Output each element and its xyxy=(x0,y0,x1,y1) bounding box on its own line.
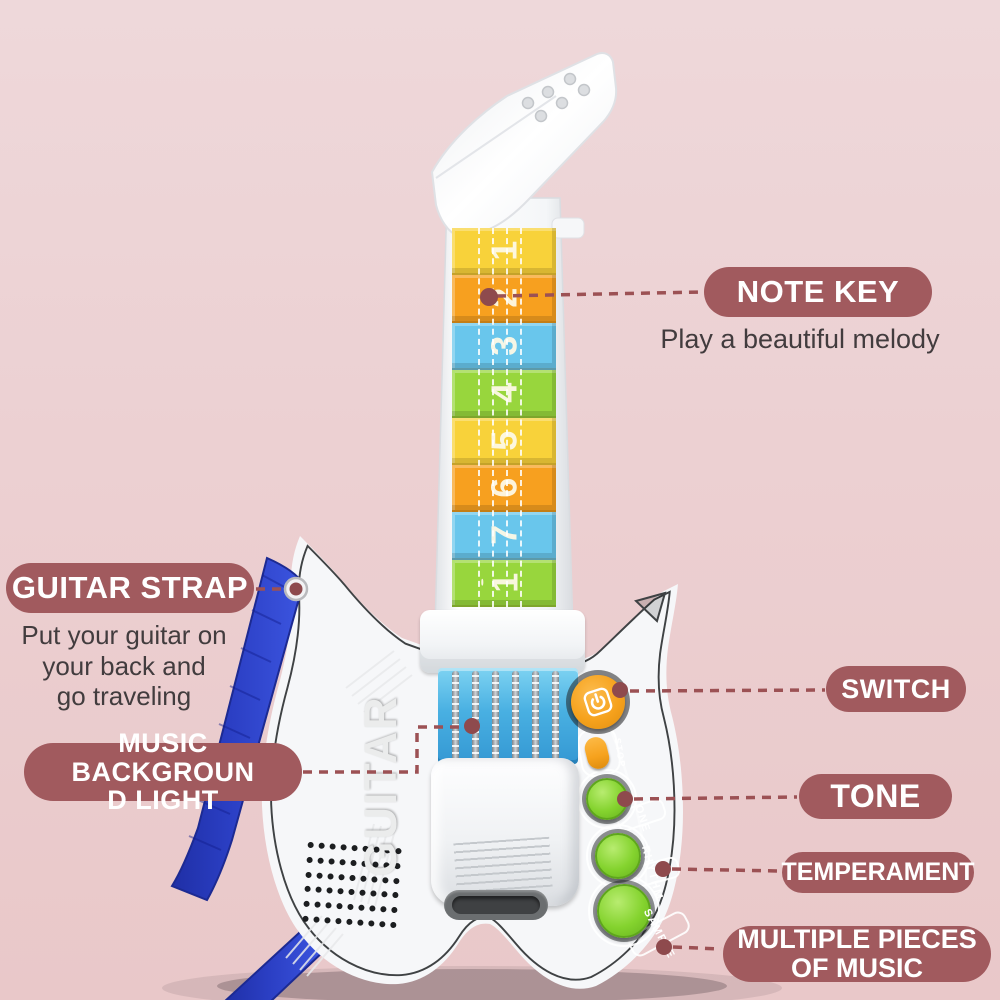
guitar-string[interactable] xyxy=(472,671,479,761)
tuning-peg xyxy=(521,96,535,110)
power-icon xyxy=(583,687,613,717)
note-key-subtext: Play a beautiful melody xyxy=(660,324,940,354)
guitar-string[interactable] xyxy=(532,671,539,761)
string-line xyxy=(478,228,480,607)
bridge-ridges xyxy=(453,836,553,894)
note-key-8[interactable]: 1 xyxy=(452,559,556,608)
guitar-string[interactable] xyxy=(492,671,499,761)
callout-tone: TONE xyxy=(799,774,952,819)
callout-temperament: TEMPERAMENT xyxy=(781,852,975,893)
ground-shadow-soft xyxy=(162,966,782,1000)
guitar-strap xyxy=(170,556,305,902)
callout-note-key: NOTE KEY xyxy=(704,267,932,317)
note-key-1[interactable]: 1 xyxy=(452,228,556,276)
tuning-peg xyxy=(577,83,591,97)
note-key-2[interactable]: 2 xyxy=(452,275,556,323)
power-button-recess xyxy=(566,670,630,734)
neck-joint-collar xyxy=(420,610,585,673)
guitar-string[interactable] xyxy=(552,671,559,761)
tuning-peg xyxy=(534,109,548,123)
callout-guitar-strap: GUITAR STRAP xyxy=(6,563,254,613)
horn-triangle xyxy=(634,591,667,623)
string-line xyxy=(492,228,494,607)
tuning-peg xyxy=(555,96,569,110)
string-line xyxy=(520,228,522,607)
brand-text: GUITAR xyxy=(355,695,406,877)
guitar-strap-subtext: Put your guitar on your back and go trav… xyxy=(21,620,227,712)
note-key-3[interactable]: 3 xyxy=(452,322,556,371)
callout-switch: SWITCH xyxy=(826,666,966,712)
bridge-block xyxy=(431,758,579,906)
note-key-5[interactable]: 5 xyxy=(452,417,556,465)
callout-multiple-pieces: MULTIPLE PIECES OF MUSIC xyxy=(723,925,991,982)
callout-music-background-light: MUSIC BACKGROUN D LIGHT xyxy=(24,729,302,814)
tuning-peg xyxy=(563,72,577,86)
guitar-string[interactable] xyxy=(452,671,459,761)
note-key-7[interactable]: 7 xyxy=(452,512,556,560)
guitar-headstock xyxy=(430,52,618,239)
note-key-6[interactable]: 6 xyxy=(452,464,556,513)
body-stripes xyxy=(285,650,413,977)
tuning-peg-dots xyxy=(521,72,591,123)
tuning-peg xyxy=(541,85,555,99)
string-line xyxy=(506,228,508,607)
guitar-string[interactable] xyxy=(512,671,519,761)
sample-button[interactable] xyxy=(597,884,651,938)
strum-pad[interactable] xyxy=(438,668,578,764)
rhythm-button[interactable] xyxy=(595,833,641,879)
bottom-slot xyxy=(444,890,548,920)
note-key-4[interactable]: 4 xyxy=(452,370,556,418)
